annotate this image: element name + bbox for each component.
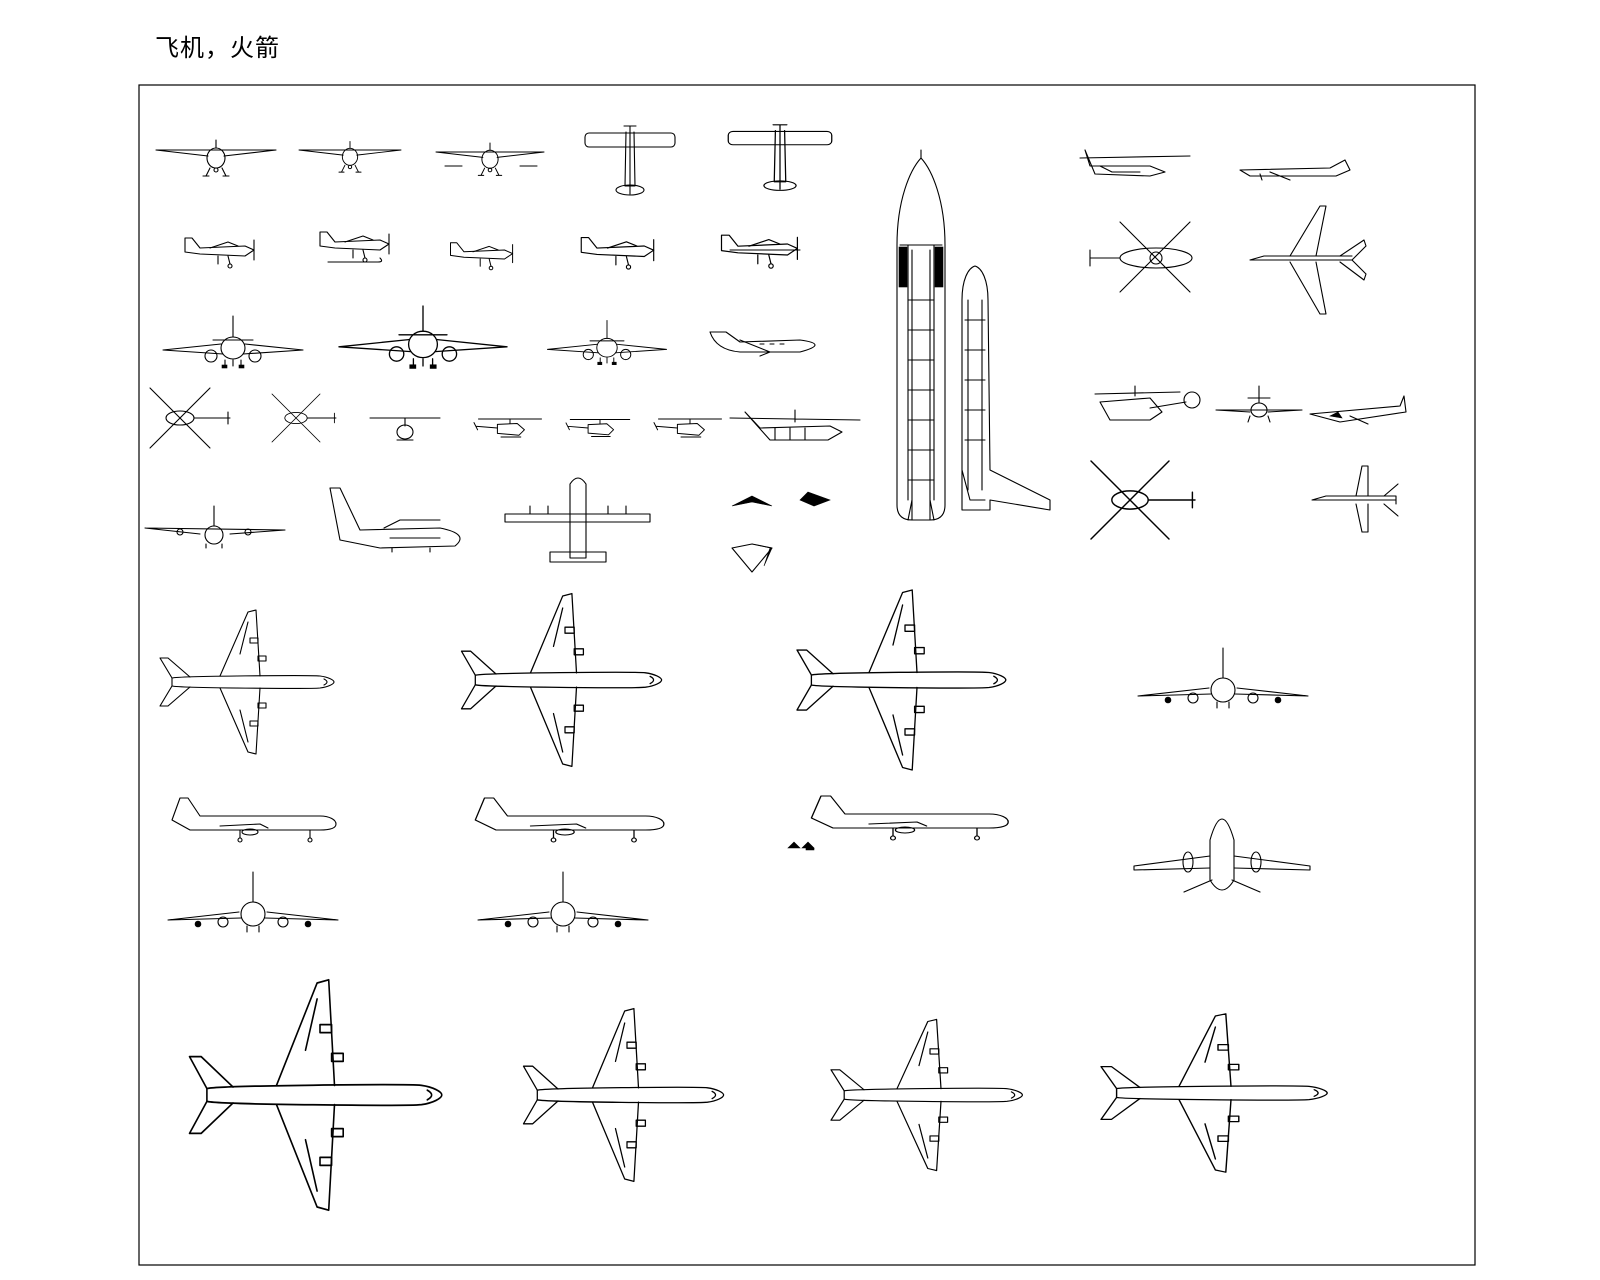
helicopter-icon (1094, 385, 1201, 421)
airliner-icon (1137, 647, 1309, 709)
airliner-icon (460, 592, 663, 768)
aircraft-icon (584, 125, 676, 196)
airliner-icon (171, 797, 337, 843)
aircraft-icon (435, 142, 545, 176)
space-shuttle-icon (896, 149, 1051, 521)
aircraft-icon (709, 331, 816, 357)
airliner-icon (796, 589, 1007, 771)
aircraft-icon (329, 487, 461, 553)
aircraft-icon (727, 124, 833, 191)
aircraft-icon (319, 231, 390, 263)
airliner-icon (477, 871, 649, 933)
airliner-icon (522, 1007, 725, 1183)
hang-glider-icon (731, 491, 831, 573)
aircraft-icon (155, 139, 277, 177)
page-title: 飞机，火箭 (155, 34, 280, 62)
aircraft-icon (338, 305, 508, 370)
airliner-icon (188, 978, 443, 1212)
helicopter-icon (149, 387, 231, 449)
helicopter-icon (729, 409, 861, 441)
aircraft-icon (547, 320, 667, 366)
aircraft-icon (184, 237, 255, 269)
airliner-icon (159, 609, 335, 755)
helicopter-icon (271, 393, 337, 443)
attack-helicopter-icon (1089, 221, 1193, 293)
helicopter-icon (1090, 460, 1196, 540)
aircraft-icon (144, 505, 286, 549)
aircraft-icon (720, 234, 801, 269)
bomber-icon (1249, 205, 1367, 315)
fighter-icon (1309, 395, 1407, 425)
bomber-icon (1239, 159, 1351, 181)
aircraft-icon (450, 242, 514, 271)
airliner-icon (474, 797, 665, 843)
fighter-icon (1215, 385, 1303, 423)
airliner-icon (1100, 1013, 1328, 1173)
helicopter-icon (653, 418, 722, 438)
airliner-icon (167, 871, 339, 933)
aircraft-icon (504, 477, 651, 563)
aircraft-icon (162, 315, 304, 369)
drawing-frame (138, 84, 1476, 1266)
airliner-icon (1133, 818, 1311, 893)
helicopter-icon (565, 419, 631, 437)
aircraft-icon (298, 141, 402, 173)
attack-helicopter-icon (1079, 149, 1191, 177)
helicopter-icon (369, 417, 441, 441)
airliner-icon (787, 795, 1009, 851)
helicopter-icon (473, 418, 542, 438)
airliner-icon (830, 1018, 1024, 1172)
fighter-icon (1311, 465, 1399, 533)
aircraft-icon (580, 237, 655, 270)
